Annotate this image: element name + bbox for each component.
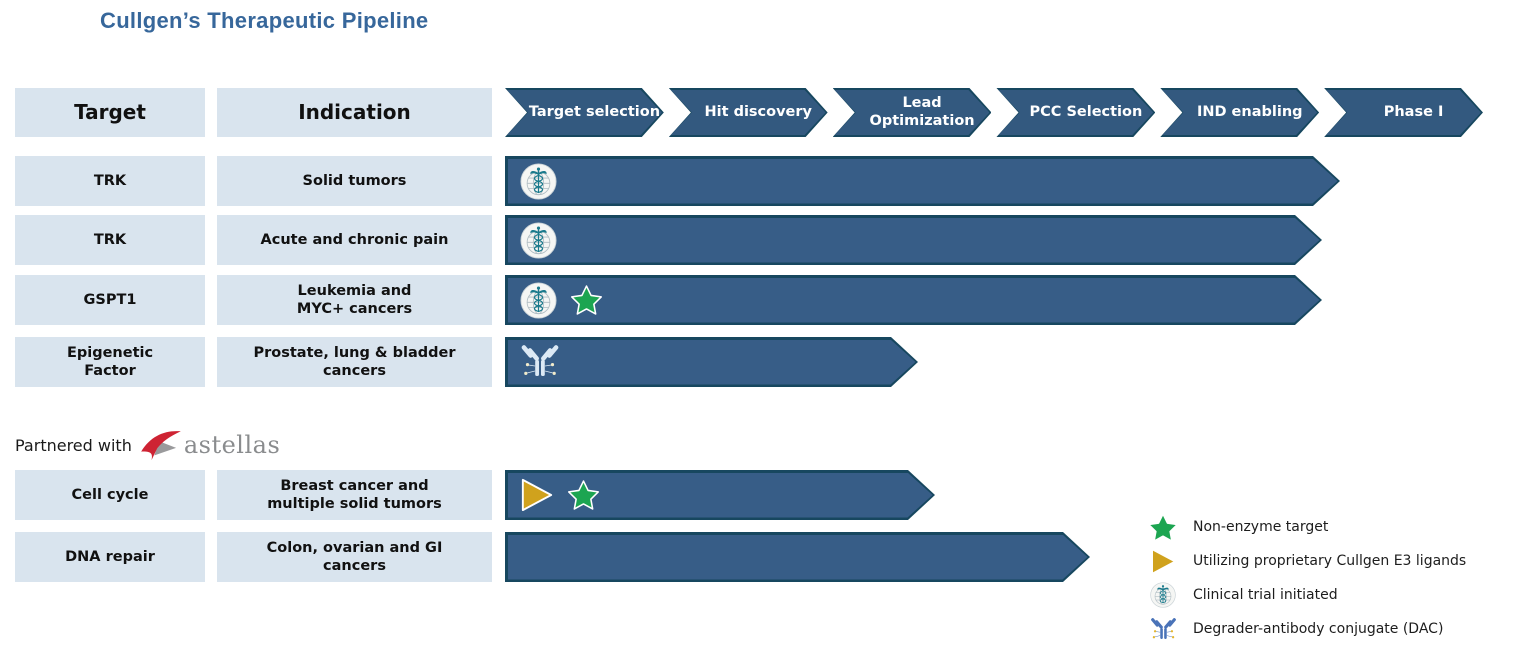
non-enzyme-star-icon <box>568 480 599 510</box>
partner-name: astellas <box>183 431 281 459</box>
partner-line: Partnered with astellas <box>15 426 280 464</box>
dac-antibody-icon <box>1150 617 1176 639</box>
e3-ligand-triangle-icon <box>521 478 553 512</box>
stage-chevron-lead-optimization: Lead Optimization <box>833 88 992 137</box>
stage-chevron-hit-discovery: Hit discovery <box>669 88 828 137</box>
stage-chevron-pcc-selection: PCC Selection <box>996 88 1155 137</box>
clinical-trial-icon <box>520 162 557 200</box>
stage-chevron-phase-1: Phase I <box>1324 88 1483 137</box>
pipeline-arrow-trk-pain <box>505 215 1322 265</box>
indication-cell-colon-ovarian-gi: Colon, ovarian and GI cancers <box>217 532 492 582</box>
indication-cell-acute-chronic-pain: Acute and chronic pain <box>217 215 492 265</box>
dac-antibody-icon <box>521 345 559 376</box>
target-cell-epigenetic-factor: Epigenetic Factor <box>15 337 205 387</box>
target-cell-gspt1: GSPT1 <box>15 275 205 325</box>
pipeline-arrow-trk-solid-tumors <box>505 156 1340 206</box>
stage-header-band: Target selection Hit discovery Lead Opti… <box>505 88 1483 137</box>
legend-item-clinical-trial: Clinical trial initiated <box>1146 580 1338 610</box>
page-title: Cullgen’s Therapeutic Pipeline <box>100 8 429 33</box>
target-cell-trk-1: TRK <box>15 156 205 206</box>
astellas-logo-icon <box>140 431 181 461</box>
indication-cell-prostate-lung-bladder: Prostate, lung & bladder cancers <box>217 337 492 387</box>
non-enzyme-star-icon <box>571 285 602 315</box>
pipeline-arrow-gspt1 <box>505 275 1322 325</box>
clinical-trial-icon <box>520 221 557 259</box>
indication-cell-breast-cancer: Breast cancer and multiple solid tumors <box>217 470 492 520</box>
non-enzyme-star-icon <box>1148 512 1178 542</box>
pipeline-arrow-epigenetic-factor <box>505 337 918 387</box>
stage-chevron-ind-enabling: IND enabling <box>1160 88 1319 137</box>
partner-prefix: Partnered with <box>15 435 132 455</box>
target-column-header: Target <box>15 88 205 137</box>
indication-cell-solid-tumors: Solid tumors <box>217 156 492 206</box>
clinical-trial-icon <box>520 281 557 319</box>
stage-chevron-target-selection: Target selection <box>505 88 664 137</box>
target-cell-cell-cycle: Cell cycle <box>15 470 205 520</box>
indication-column-header: Indication <box>217 88 492 137</box>
legend-item-non-enzyme-target: Non-enzyme target <box>1146 512 1328 542</box>
legend-item-dac: Degrader-antibody conjugate (DAC) <box>1146 614 1443 644</box>
e3-ligand-triangle-icon <box>1151 548 1175 574</box>
pipeline-arrow-cell-cycle <box>505 470 935 520</box>
indication-cell-leukemia-myc: Leukemia and MYC+ cancers <box>217 275 492 325</box>
target-cell-dna-repair: DNA repair <box>15 532 205 582</box>
legend-item-e3-ligands: Utilizing proprietary Cullgen E3 ligands <box>1146 546 1466 576</box>
target-cell-trk-2: TRK <box>15 215 205 265</box>
pipeline-arrow-dna-repair <box>505 532 1090 582</box>
clinical-trial-icon <box>1150 582 1176 608</box>
